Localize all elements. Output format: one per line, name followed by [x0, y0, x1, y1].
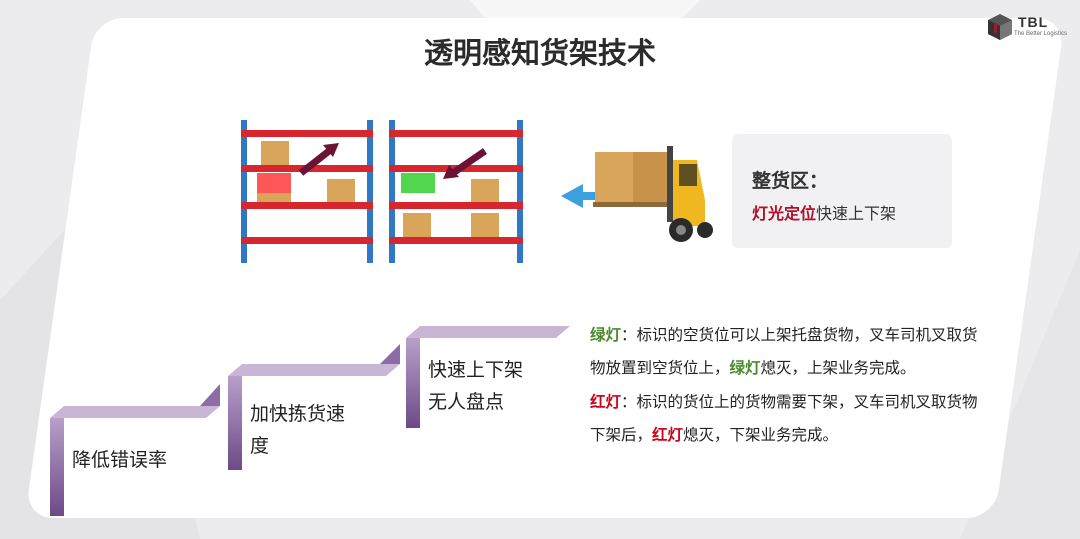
step-2-label: 加快拣货速 度 [250, 398, 345, 462]
red-label: 红灯 [590, 393, 622, 411]
red-rule-text-2a: 下架后， [590, 426, 653, 444]
step-1-label: 降低错误率 [72, 449, 168, 471]
green-label-2: 绿灯 [729, 359, 761, 377]
green-rule-text-2a: 物放置到空货位上， [590, 359, 730, 377]
zone-title: 整货区： [752, 170, 829, 192]
zone-rest: 快速上下架 [816, 204, 897, 223]
page-title: 透明感知货架技术 [423, 36, 656, 70]
logo-name: TBL [1018, 14, 1049, 30]
green-rule-text-2b: 熄灭，上架业务完成。 [760, 359, 916, 377]
red-label-2: 红灯 [652, 426, 684, 444]
shelf-illustration [241, 120, 523, 263]
red-rule-text-1: ：标识的货位上的货物需要下架，叉车司机叉取货物 [621, 393, 978, 411]
logo-cube-icon [988, 14, 1012, 40]
red-rule-line-2: 下架后，红灯熄灭，下架业务完成。 [590, 419, 1068, 452]
arrow-left-icon [561, 184, 605, 208]
step-2-line-2: 度 [250, 435, 270, 457]
zone-highlight: 灯光定位 [752, 204, 817, 223]
green-rule-text-1: ：标识的空货位可以上架托盘货物，叉车司机叉取货 [621, 326, 978, 344]
step-3-line-1: 快速上下架 [428, 359, 524, 381]
red-rule-text-2b: 熄灭，下架业务完成。 [683, 426, 839, 444]
green-rule-line-1: 绿灯：标识的空货位可以上架托盘货物，叉车司机叉取货 [590, 319, 1068, 352]
red-rule-text: 红灯：标识的货位上的货物需要下架，叉车司机叉取货物 下架后，红灯熄灭，下架业务完… [590, 386, 1068, 452]
staircase-graphic [50, 326, 570, 516]
green-label: 绿灯 [590, 326, 622, 344]
red-rule-line-1: 红灯：标识的货位上的货物需要下架，叉车司机叉取货物 [590, 386, 1068, 419]
step-2-line-1: 加快拣货速 [250, 403, 346, 425]
forklift-illustration [561, 146, 713, 242]
zone-description: 灯光定位快速上下架 [752, 200, 896, 224]
step-3-line-2: 无人盘点 [428, 391, 505, 413]
step-3-label: 快速上下架 无人盘点 [428, 354, 523, 418]
green-rule-line-2: 物放置到空货位上，绿灯熄灭，上架业务完成。 [590, 352, 1068, 385]
logo-tagline: The Better Logistics [1014, 31, 1068, 37]
zone-info-box [732, 134, 952, 248]
green-rule-text: 绿灯：标识的空货位可以上架托盘货物，叉车司机叉取货 物放置到空货位上，绿灯熄灭，… [590, 319, 1068, 385]
